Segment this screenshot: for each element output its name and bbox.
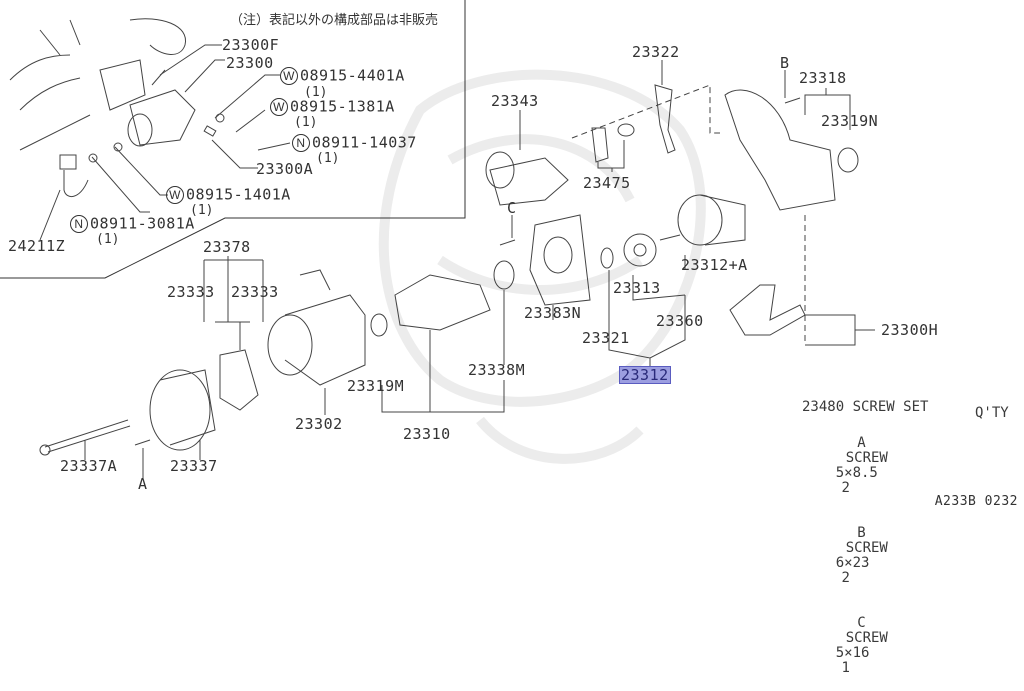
- part-23312-highlighted[interactable]: 23312: [619, 366, 671, 384]
- screw-row-A: A SCREW 5×8.5 2: [835, 435, 888, 496]
- part-23383N[interactable]: 23383N: [524, 304, 582, 322]
- part-23338M[interactable]: 23338M: [468, 361, 526, 379]
- part-23300[interactable]: 23300: [226, 54, 274, 72]
- watermark-emblem: [378, 69, 706, 464]
- qty-08915-4401A: (1): [304, 85, 328, 100]
- screw-ref-C: C: [507, 199, 517, 217]
- part-23313[interactable]: 23313: [613, 279, 661, 297]
- part-23312-plus-A[interactable]: 23312+A: [681, 256, 748, 274]
- drawing-code: A233B 0232: [934, 494, 1018, 509]
- part-23300A[interactable]: 23300A: [256, 160, 314, 178]
- part-23300H[interactable]: 23300H: [881, 321, 939, 339]
- part-23319M[interactable]: 23319M: [347, 377, 405, 395]
- screw-row-B: B SCREW 6×23 2: [835, 525, 888, 586]
- part-23319N[interactable]: 23319N: [821, 112, 879, 130]
- screw-ref-B: B: [780, 54, 790, 72]
- qty-08915-1401A: (1): [190, 203, 214, 218]
- part-23337A[interactable]: 23337A: [60, 457, 118, 475]
- qty-08911-3081A: (1): [96, 232, 120, 247]
- part-24211Z[interactable]: 24211Z: [8, 237, 66, 255]
- washer-symbol-icon: W: [270, 98, 288, 116]
- screw-set-title: 23480 SCREW SET: [802, 399, 929, 415]
- qty-08911-14037: (1): [316, 151, 340, 166]
- washer-symbol-icon: W: [280, 67, 298, 85]
- part-23360[interactable]: 23360: [656, 312, 704, 330]
- part-23333-right[interactable]: 23333: [231, 283, 279, 301]
- part-23321[interactable]: 23321: [582, 329, 630, 347]
- part-23300F[interactable]: 23300F: [222, 36, 280, 54]
- qty-header: Q'TY: [975, 405, 1009, 421]
- washer-symbol-icon: W: [166, 186, 184, 204]
- part-23318[interactable]: 23318: [799, 69, 847, 87]
- part-23310[interactable]: 23310: [403, 425, 451, 443]
- nut-symbol-icon: N: [70, 215, 88, 233]
- parts-diagram: （注）表記以外の構成部品は非販売 23300F 23300 23300A 242…: [0, 0, 1018, 676]
- screw-set-table: 23480 SCREW SET Q'TY A SCREW 5×8.5 2 B S…: [802, 399, 1009, 691]
- qty-08915-1381A: (1): [294, 115, 318, 130]
- part-23475[interactable]: 23475: [583, 174, 631, 192]
- part-23343[interactable]: 23343: [491, 92, 539, 110]
- screw-ref-A: A: [138, 475, 148, 493]
- note-not-sold-separately: （注）表記以外の構成部品は非販売: [230, 13, 439, 28]
- part-23333-left[interactable]: 23333: [167, 283, 215, 301]
- diagram-linework: [0, 0, 875, 480]
- nut-symbol-icon: N: [292, 134, 310, 152]
- part-23322[interactable]: 23322: [632, 43, 680, 61]
- part-23378[interactable]: 23378: [203, 238, 251, 256]
- screw-row-C: C SCREW 5×16 1: [835, 615, 888, 676]
- part-23302[interactable]: 23302: [295, 415, 343, 433]
- part-23337[interactable]: 23337: [170, 457, 218, 475]
